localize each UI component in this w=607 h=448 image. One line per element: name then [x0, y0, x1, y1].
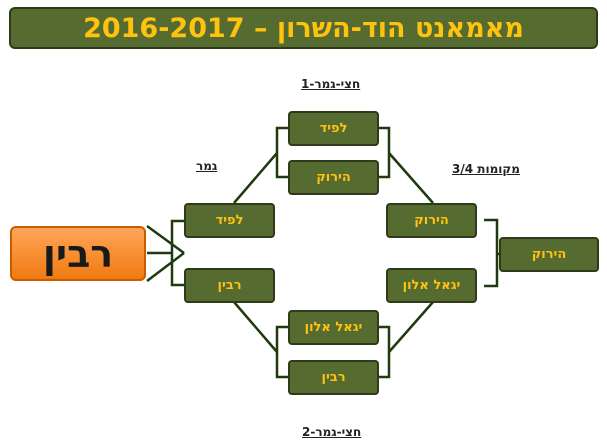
connector-semi2-right	[378, 325, 391, 379]
connector-champ-diag-top	[146, 224, 185, 255]
connector-semi2-left	[275, 325, 288, 379]
connector-semi2-to-third	[388, 301, 434, 353]
semi2-team2-box: רבין	[288, 360, 379, 395]
connector-semi2-to-final	[233, 301, 278, 353]
semi2-label: חצי-גמר-2	[302, 425, 362, 439]
third-team2-box: יגאל אלון	[386, 268, 477, 303]
page-title: מאמאנט הוד-השרון – 2016-2017	[9, 7, 598, 49]
final-team1-box: לפיד	[184, 203, 275, 238]
final-team2-box: רבין	[184, 268, 275, 303]
final-label: גמר	[196, 159, 218, 173]
connector-semi1-to-third	[388, 152, 434, 204]
connector-semi1-right	[378, 126, 391, 179]
semi1-label: חצי-גמר-1	[301, 77, 361, 91]
semi1-team1-box: לפיד	[288, 111, 379, 146]
connector-semi1-to-final	[233, 152, 278, 204]
semi1-team2-box: הירוק	[288, 160, 379, 195]
connector-third-right	[484, 218, 499, 288]
champion-box: רבין	[10, 226, 146, 281]
semi2-team1-box: יגאל אלון	[288, 310, 379, 345]
third-winner-box: הירוק	[499, 237, 599, 272]
connector-semi1-left	[275, 126, 288, 179]
third-place-label: מקומות 3/4	[452, 162, 520, 176]
connector-champ-diag-bottom	[146, 252, 185, 282]
third-team1-box: הירוק	[386, 203, 477, 238]
